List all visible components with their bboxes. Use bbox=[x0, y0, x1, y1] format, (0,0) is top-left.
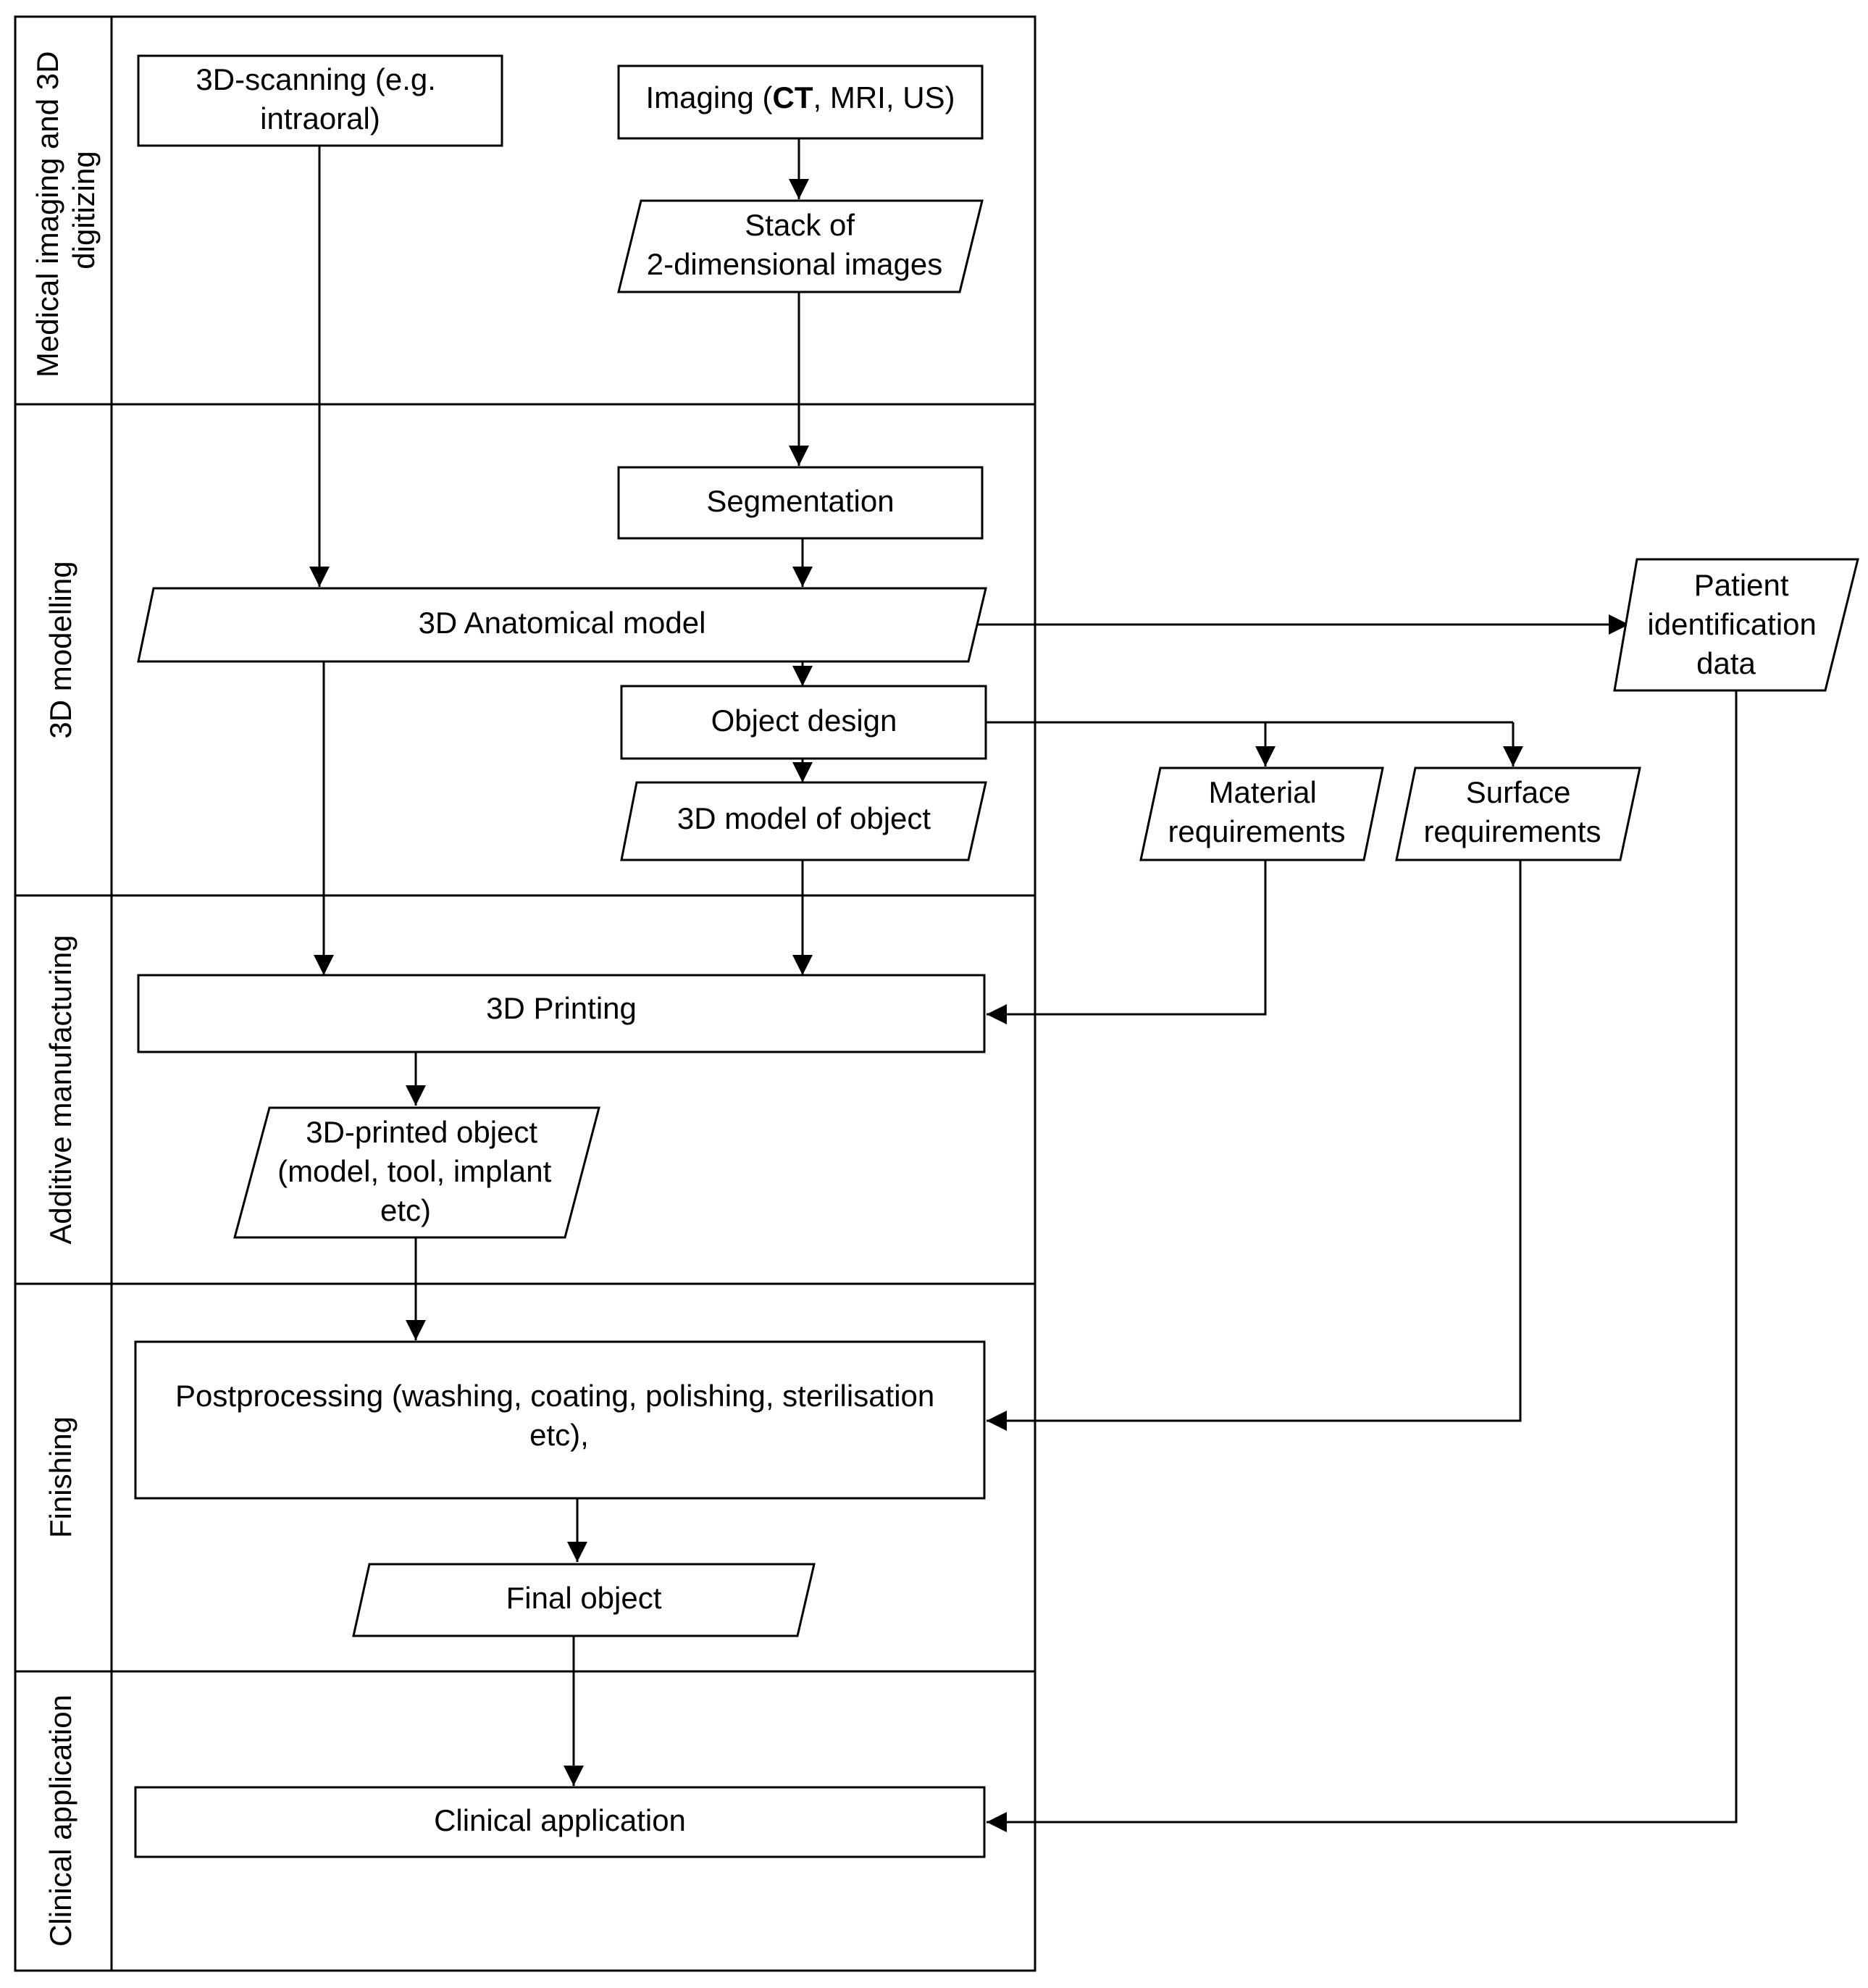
scanning-box bbox=[137, 54, 503, 147]
material-req-data-shape bbox=[1139, 767, 1384, 861]
material-req-label: Material requirements bbox=[1168, 775, 1345, 848]
stack-data-shape bbox=[617, 199, 984, 293]
lane-label-clinical-application: Clinical application bbox=[43, 1695, 78, 1947]
node-shapes bbox=[134, 54, 1859, 1858]
swimlane-frame bbox=[14, 15, 1036, 1972]
final-object-label: Final object bbox=[506, 1581, 662, 1615]
object-design-box bbox=[620, 685, 987, 760]
connector-patient-data-to-clinical-app bbox=[987, 690, 1738, 1832]
patient-data-data-shape bbox=[1613, 558, 1859, 692]
postprocessing-box bbox=[134, 1340, 986, 1500]
connector-surface-req-to-postprocessing bbox=[987, 860, 1522, 1431]
lane-label-medical-imaging: Medical imaging and 3D digitizing bbox=[30, 43, 101, 377]
connector-material-req-to-printing bbox=[987, 860, 1267, 1024]
clinical-app-label: Clinical application bbox=[434, 1803, 686, 1837]
imaging-label-prefix: Imaging ( bbox=[645, 80, 772, 114]
lane-label-finishing: Finishing bbox=[43, 1416, 78, 1538]
printed-object-data-shape bbox=[233, 1106, 600, 1239]
printing-box bbox=[137, 974, 986, 1053]
object-design-label: Object design bbox=[711, 703, 897, 738]
imaging-label: Imaging (CT, MRI, US) bbox=[645, 80, 955, 114]
patient-data-label: Patient identification data bbox=[1647, 568, 1825, 680]
clinical-app-box bbox=[134, 1786, 986, 1858]
imaging-label-bold: CT bbox=[773, 80, 813, 114]
connectors bbox=[309, 138, 1738, 1832]
segmentation-label: Segmentation bbox=[706, 484, 894, 518]
surface-req-data-shape bbox=[1395, 767, 1641, 861]
swimlane-outer-border bbox=[14, 15, 1036, 1972]
printed-object-label: 3D-printed object (model, tool, implant … bbox=[277, 1115, 560, 1227]
scanning-label: 3D-scanning (e.g. intraoral) bbox=[196, 62, 444, 135]
printing-label: 3D Printing bbox=[486, 991, 637, 1025]
stack-label: Stack of 2-dimensional images bbox=[647, 208, 943, 281]
imaging-box bbox=[617, 64, 984, 140]
lane-label-additive-manufacturing: Additive manufacturing bbox=[43, 935, 78, 1244]
lane-label-3d-modelling: 3D modelling bbox=[43, 561, 78, 738]
surface-req-label: Surface requirements bbox=[1423, 775, 1601, 848]
model-of-object-data-shape bbox=[620, 781, 987, 861]
postprocessing-label: Postprocessing (washing, coating, polish… bbox=[175, 1379, 943, 1452]
anatomical-model-label: 3D Anatomical model bbox=[419, 606, 706, 640]
final-object-data-shape bbox=[352, 1563, 816, 1637]
anatomical-model-data-shape bbox=[137, 587, 987, 663]
segmentation-box bbox=[617, 466, 984, 540]
model-of-object-label: 3D model of object bbox=[677, 801, 931, 835]
imaging-label-suffix: , MRI, US) bbox=[813, 80, 955, 114]
